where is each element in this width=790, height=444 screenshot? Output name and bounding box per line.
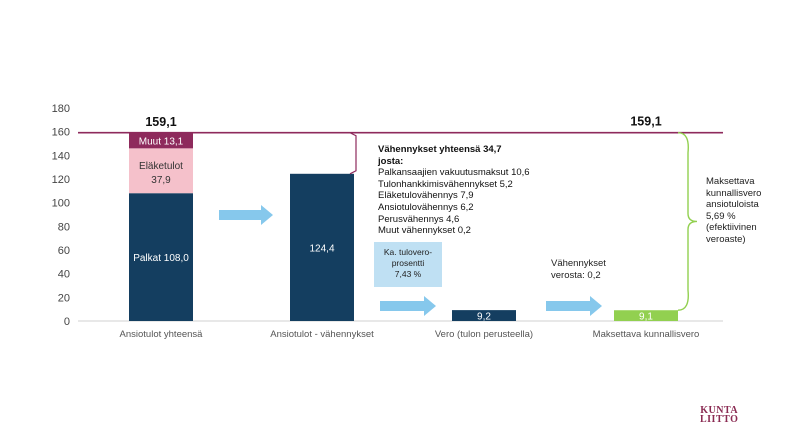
bar [452,310,516,321]
deduction-item: Perusvähennys 4,6 [378,213,460,225]
deduction-item: Tulonhankkimisvähennykset 5,2 [378,178,513,190]
tax-deductions-line: verosta: 0,2 [551,269,601,281]
bar [290,173,354,321]
x-category-label: Ansiotulot - vähennykset [270,329,374,340]
stacked-segment-muut [129,132,193,149]
deductions-subtitle: josta: [378,155,404,167]
stacked-segment-eläketulot [129,148,193,194]
effective-rate-annotation: Maksettava kunnallisvero ansiotuloista 5… [706,176,786,245]
effective-rate-line: (efektiivinen [706,222,757,233]
tax-rate-line: Ka. tulovero- [383,247,433,257]
segment-value-label: 37,9 [151,175,171,186]
flow-arrow [380,296,436,316]
logo-line2: LIITTO [700,414,739,425]
deduction-item: Palkansaajien vakuutusmaksut 10,6 [378,167,530,179]
x-category-label: Vero (tulon perusteella) [435,329,533,340]
stacked-segment-palkat [129,193,193,321]
effective-rate-brace [677,132,698,311]
deduction-item: Eläketulovähennys 7,9 [378,190,474,202]
tax-rate-line: 7,43 % [394,269,422,279]
segment-label: Palkat 108,0 [133,253,189,264]
bar-value-label: 124,4 [309,243,334,254]
tax-rate-line: prosentti [391,258,425,268]
bar [614,310,678,321]
y-tick-label: 160 [52,127,70,139]
y-tick-label: 40 [58,269,70,281]
effective-rate-line: veroaste) [706,233,746,245]
y-tick-label: 20 [58,292,70,304]
tax-deductions-annotation: Vähennykset verosta: 0,2 [551,258,606,281]
deduction-item: Ansiotulovähennys 6,2 [378,201,474,213]
reference-line-label: 159,1 [630,115,661,129]
effective-rate-line: Maksettava [706,176,755,187]
y-tick-label: 180 [52,103,70,115]
effective-rate-line: ansiotuloista [706,199,759,210]
segment-label: Eläketulot [139,161,183,172]
logo-line1: KUNTA [700,405,739,416]
deductions-annotation: Vähennykset yhteensä 34,7 josta: Palkans… [378,144,530,237]
y-tick-label: 0 [64,316,70,328]
deductions-bracket [349,132,357,175]
x-category-label: Ansiotulot yhteensä [120,329,204,340]
effective-rate-line: 5,69 % [706,210,736,222]
bar-value-label: 9,1 [639,312,653,323]
tax-deductions-line: Vähennykset [551,258,606,269]
flow-arrow [546,296,602,316]
deductions-title: Vähennykset yhteensä 34,7 [378,144,502,155]
y-tick-label: 120 [52,174,70,186]
deduction-item: Muut vähennykset 0,2 [378,225,471,237]
bar-value-label: 9,2 [477,312,491,323]
y-tick-label: 100 [52,198,70,210]
x-category-label: Maksettava kunnallisvero [593,329,700,340]
effective-rate-line: kunnallisvero [706,187,762,199]
segment-label: Muut 13,1 [139,137,184,148]
flow-arrow [219,205,273,225]
tax-rate-box: Ka. tulovero- prosentti 7,43 % [374,242,442,287]
stacked-total-label: 159,1 [145,115,176,129]
kuntaliitto-logo: KUNTA LIITTO [700,405,739,425]
y-tick-label: 80 [58,221,70,233]
y-tick-label: 60 [58,245,70,257]
y-tick-label: 140 [52,150,70,162]
